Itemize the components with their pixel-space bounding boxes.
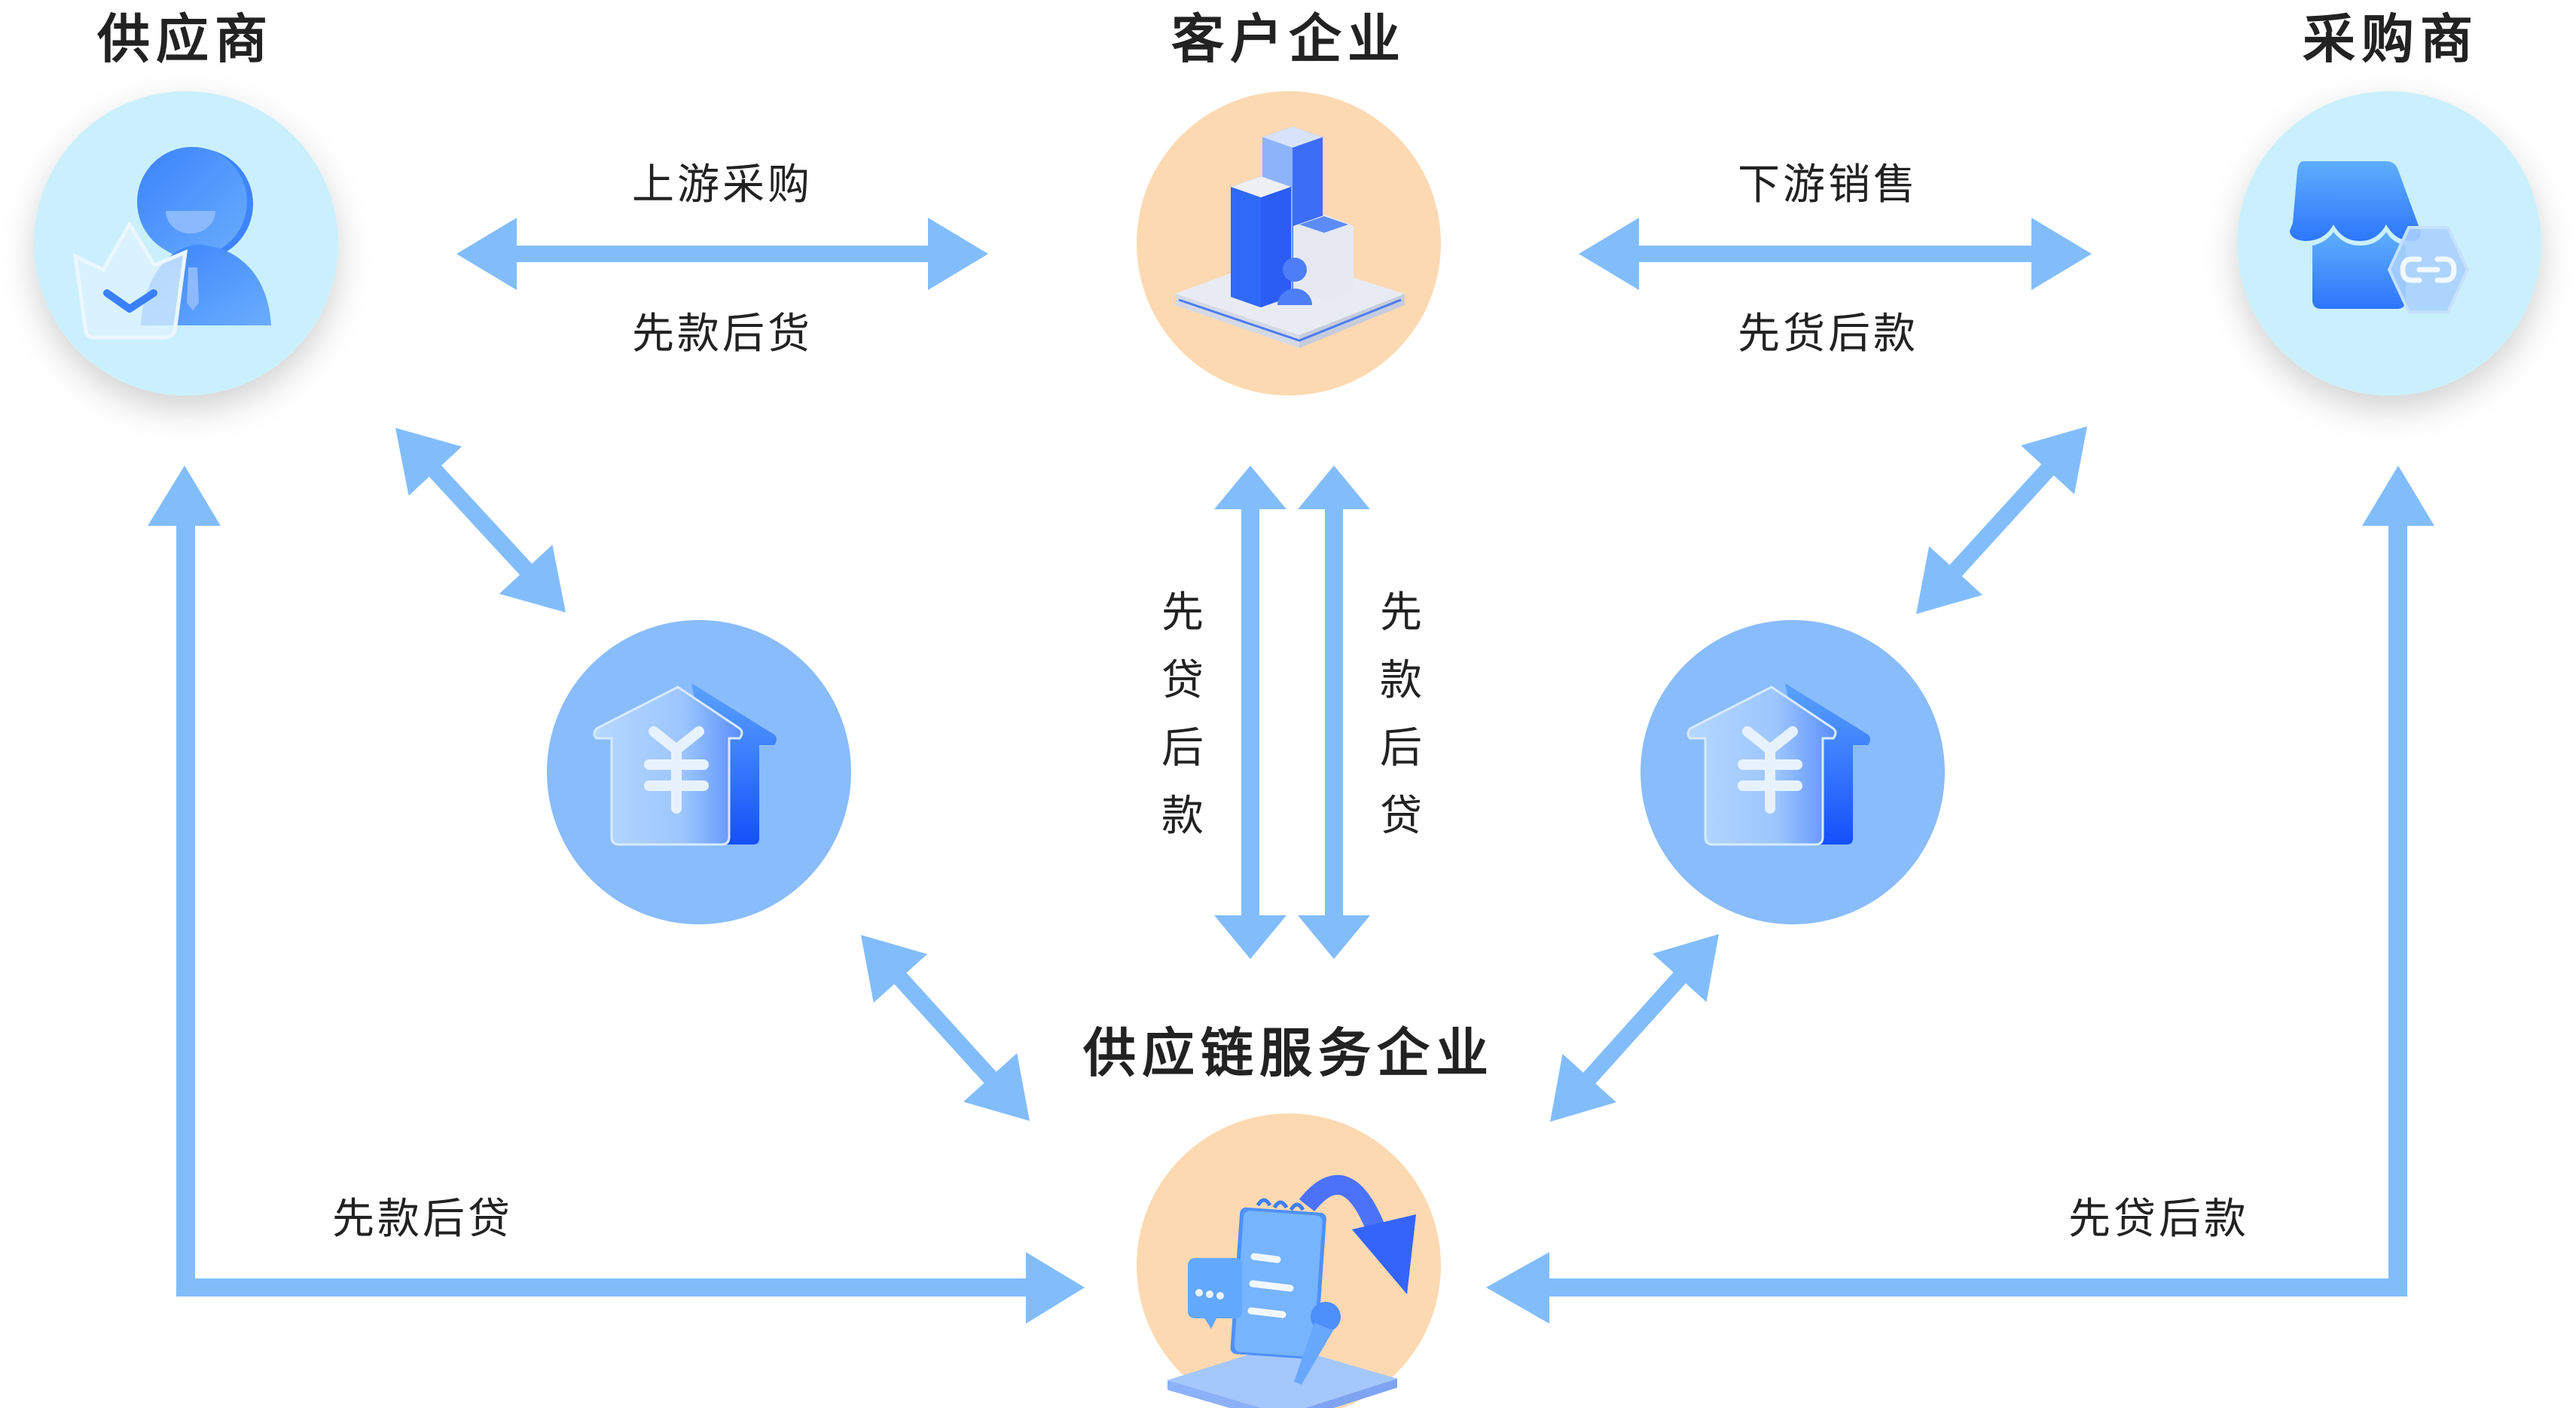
supplier-title: 供应商 — [97, 8, 273, 70]
left-bank-node[interactable] — [547, 620, 851, 924]
center-left-char: 先 — [1161, 588, 1207, 637]
purchaser-vertical-line — [2388, 524, 2407, 1297]
right-bank-node[interactable] — [1641, 620, 1945, 924]
center-left-double-arrow — [1214, 466, 1286, 959]
bottom-left-horizontal-line — [176, 1278, 1042, 1297]
center-right-char: 后 — [1380, 724, 1425, 773]
purchaser-up-arrowhead — [2362, 466, 2434, 526]
center-right-char: 先 — [1380, 588, 1425, 637]
bottom-right-label: 先贷后款 — [2068, 1195, 2249, 1244]
downstream-double-arrow — [1579, 218, 2092, 290]
diagonal-arrows — [395, 426, 2087, 1122]
center-left-char: 后 — [1161, 724, 1207, 773]
upstream-payment-label: 先款后货 — [632, 310, 813, 359]
notebook-arrow-icon — [1167, 1174, 1416, 1408]
supplier-vertical-line — [176, 524, 195, 1297]
supplier-bank-left-double-arrow — [395, 428, 566, 612]
center-right-char: 款 — [1380, 656, 1425, 705]
person-check-icon — [72, 147, 271, 340]
client-node[interactable]: 客户企业 — [1137, 8, 1441, 396]
bottom-right-l-arrow — [1486, 466, 2434, 1324]
bank-yuan-icon — [1686, 683, 1870, 846]
downstream-label: 下游销售 — [1738, 160, 1918, 209]
center-left-vertical-label: 先 贷 后 款 — [1161, 588, 1207, 841]
purchaser-node[interactable]: 采购商 — [2237, 8, 2541, 396]
service-node[interactable]: 供应链服务企业 — [1083, 1022, 1494, 1408]
bottom-right-horizontal-line — [1548, 1278, 2407, 1297]
bottom-left-l-arrow — [148, 466, 1085, 1324]
center-left-char: 款 — [1161, 792, 1207, 841]
supplier-node[interactable]: 供应商 — [34, 8, 338, 396]
bank-yuan-icon — [593, 683, 777, 846]
bottom-left-label: 先款后贷 — [332, 1195, 513, 1244]
upstream-double-arrow — [456, 218, 988, 290]
service-right-arrowhead — [1486, 1252, 1549, 1324]
client-title: 客户企业 — [1171, 8, 1406, 70]
downstream-payment-label: 先货后款 — [1738, 310, 1918, 359]
center-left-char: 贷 — [1161, 656, 1207, 705]
upstream-label: 上游采购 — [632, 160, 813, 209]
purchaser-bank-right-double-arrow — [1916, 426, 2087, 614]
supplier-up-arrowhead — [148, 466, 221, 526]
purchaser-title: 采购商 — [2303, 8, 2479, 70]
bank-left-service-double-arrow — [861, 935, 1030, 1121]
service-title: 供应链服务企业 — [1083, 1022, 1494, 1084]
shop-link-icon — [2290, 161, 2470, 313]
bank-right-service-double-arrow — [1550, 934, 1719, 1122]
edge-labels: 上游采购 先款后货 下游销售 先货后款 先 贷 后 款 先 款 后 贷 先款后贷… — [332, 160, 2249, 1244]
center-right-double-arrow — [1298, 466, 1370, 959]
center-right-char: 贷 — [1380, 792, 1425, 841]
center-right-vertical-label: 先 款 后 贷 — [1380, 588, 1425, 841]
service-left-arrowhead — [1026, 1252, 1085, 1324]
arrows — [456, 218, 2092, 959]
buildings-icon — [1175, 127, 1405, 348]
